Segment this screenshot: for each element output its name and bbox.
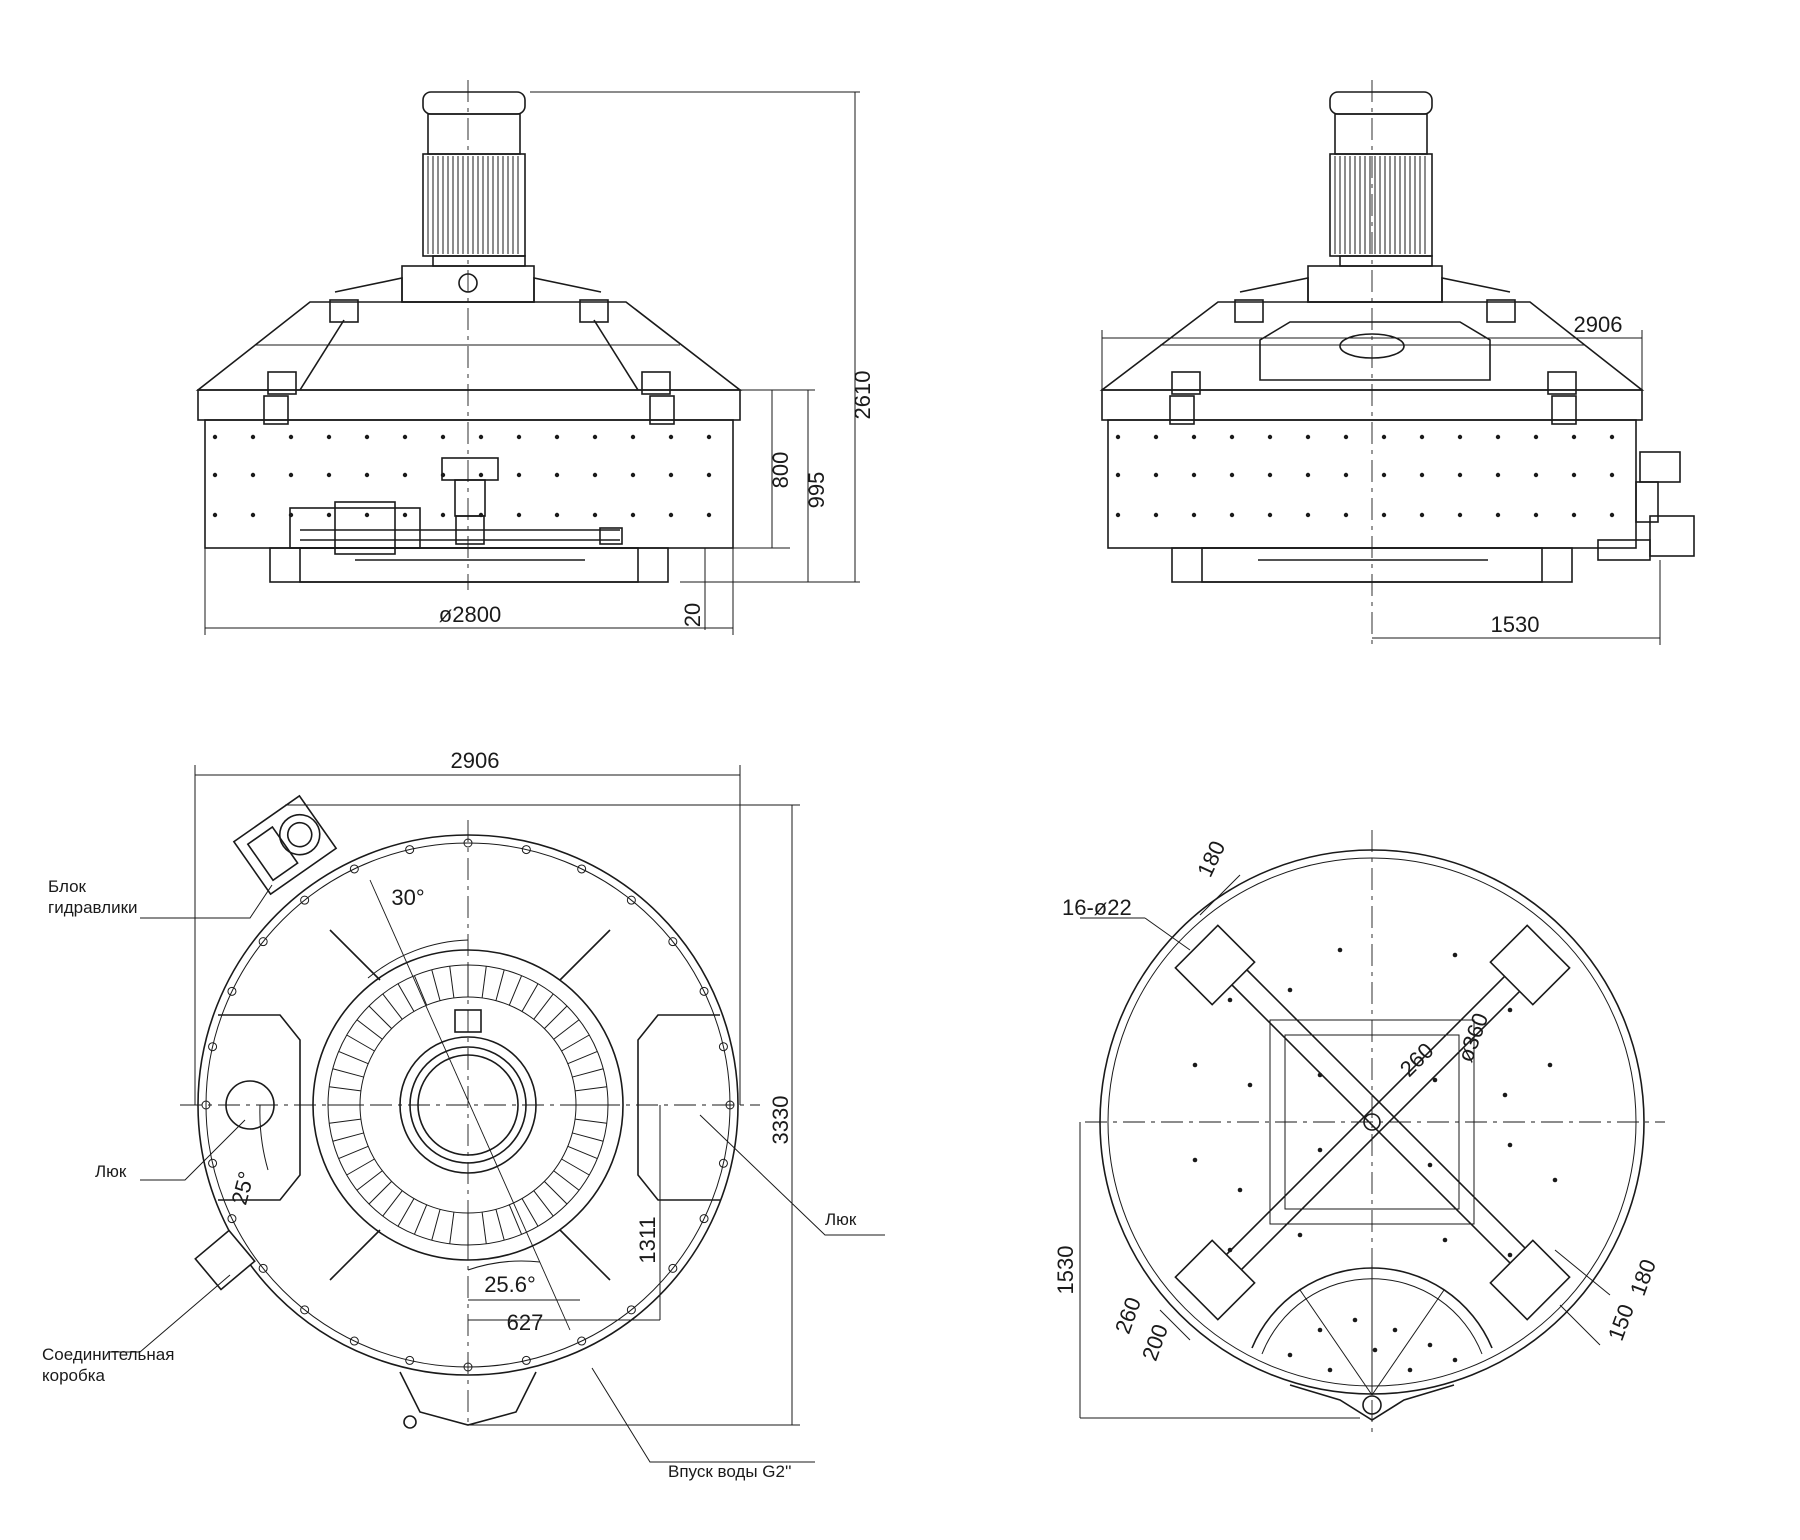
callout-hatch-right: Люк [825, 1210, 857, 1229]
dim-side-width: 2906 [1574, 312, 1623, 337]
dim-front-wall-height: 800 [768, 452, 793, 489]
dim-top-offset-627: 627 [507, 1310, 544, 1335]
dim-base-200: 200 [1137, 1321, 1173, 1364]
front-elevation-view: 2610 995 800 20 ø2800 [195, 80, 875, 635]
dim-base-180-top: 180 [1192, 837, 1230, 881]
dim-top-offset-1311: 1311 [635, 1216, 660, 1263]
dim-base-1530: 1530 [1053, 1246, 1078, 1295]
dim-base-260-center: 260 [1395, 1038, 1439, 1082]
dim-top-angle-outlet: 25.6° [484, 1272, 536, 1297]
side-elevation-view: 2906 1530 [1099, 80, 1695, 645]
dim-top-angle-hatch: 25° [226, 1169, 259, 1208]
dim-front-height-total: 2610 [850, 371, 875, 420]
callout-hydraulic-block-line1: Блок [48, 877, 87, 896]
dim-top-depth: 3330 [768, 1096, 793, 1145]
callout-junction-box-line1: Соединительная [42, 1345, 174, 1364]
dim-base-180-right: 180 [1625, 1256, 1661, 1299]
base-bottom-view: 16-ø22 180 180 260 ø360 260 200 150 1530 [1053, 830, 1665, 1435]
dim-side-offset: 1530 [1491, 612, 1540, 637]
dim-base-260-left: 260 [1110, 1294, 1146, 1337]
dim-front-diameter: ø2800 [439, 602, 501, 627]
top-plan-view: 2906 3330 30° 25° 25.6° 627 1311 Блок ги… [42, 748, 885, 1481]
callout-hydraulic-block-line2: гидравлики [48, 898, 138, 917]
callout-water-inlet: Впуск воды G2'' [668, 1462, 791, 1481]
dim-front-clearance: 20 [680, 603, 705, 627]
dim-base-360: ø360 [1453, 1010, 1494, 1066]
callout-junction-box-line2: коробка [42, 1366, 106, 1385]
dim-base-150: 150 [1603, 1301, 1639, 1344]
dim-top-width: 2906 [451, 748, 500, 773]
dim-base-bolts: 16-ø22 [1062, 895, 1132, 920]
dim-front-body-height: 995 [804, 472, 829, 509]
dim-top-angle-main: 30° [391, 885, 424, 910]
callout-hatch-left: Люк [95, 1162, 127, 1181]
